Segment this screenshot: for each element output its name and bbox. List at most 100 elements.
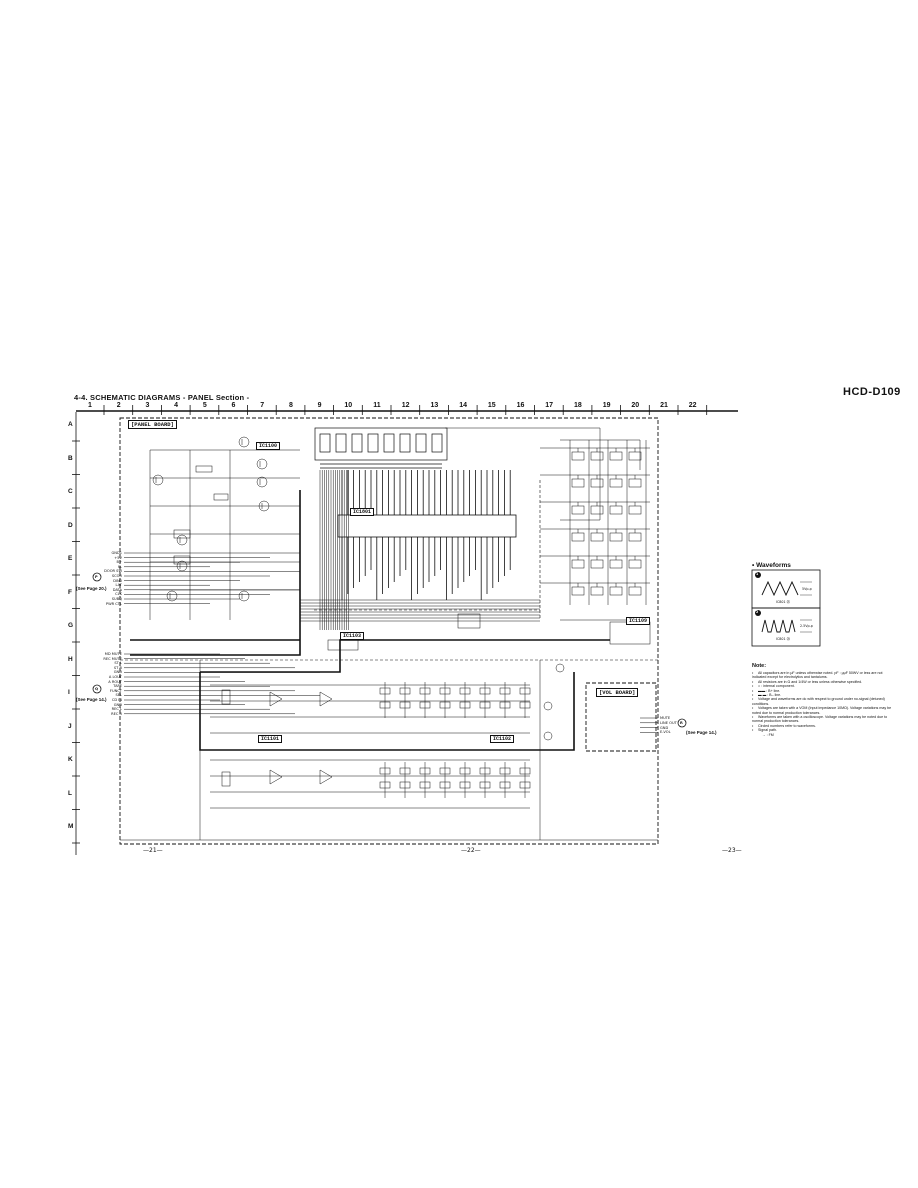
column-ruler [72,405,738,855]
connector-pin-label: SCOR [111,574,122,578]
connector-q-ref: Q [95,687,99,691]
connector-pin-label: MUTE [660,716,671,720]
note-item: •Signal path. [752,728,777,733]
connector-pin-label: A LOUT [108,675,122,679]
note-item: •⌂ : internal component. [752,684,795,689]
bplus-lines [130,490,610,751]
model-number: HCD-D109 [843,386,901,398]
column-number: 6 [231,402,236,409]
connector-pin-label: ST L [114,661,122,666]
connector-pin-label: CLK [115,592,122,597]
connector-pin-label: GND [113,670,122,675]
amp-section [210,663,565,809]
connector-p-see: (See Page 20.) [76,586,107,591]
connector-pin-label: LINE OUT [660,720,677,725]
waveform-2-value: 2.5Vp-p [800,624,813,628]
panel-board-frame [119,417,659,845]
connector-pin-label: FUNCT [109,688,122,693]
connector-pin-label: GND [113,702,122,707]
row-letter: F [68,588,72,596]
connector-pin-label: SL [117,564,122,569]
column-number: 22 [688,402,697,409]
row-letter: G [68,622,74,629]
column-number: 8 [288,402,293,409]
waveform-2-label: IC801 ㉘ [776,637,790,641]
page-number-21: —21— [143,847,163,854]
panel-board-label: [PANEL BOARD] [128,420,177,429]
column-number: 18 [573,402,582,409]
connector-pin-label: A ROUT [108,679,122,684]
note-item: •All capacitors are in μF unless otherwi… [752,671,883,680]
row-letter: E [68,555,73,562]
connector-pin-label: GND [660,725,669,730]
signal-buses [120,427,658,841]
connector-pin-label: SUBQ [111,597,122,601]
note-item: •Circled numbers refer to waveforms. [752,723,816,728]
waveform-1-label: IC801 ㉕ [776,600,790,604]
column-number: 21 [660,402,668,409]
connector-pin-label: TAPE [113,684,122,689]
fl-display [314,427,448,469]
row-letter: C [68,488,73,495]
connector-pin-label: DIN0 [113,578,122,583]
row-letter: K [68,756,73,763]
main-ic-label: IC1801 [350,508,375,516]
waveform-1-num: 1 [756,572,759,576]
note-item: •▬▬ : B+ line. [752,688,781,693]
row-letter: M [68,823,74,830]
column-number: 9 [317,402,322,409]
connector-pin-label: E-VOL [660,730,671,735]
led-section [149,436,300,620]
note-item: •All resistors are in Ω and 1/4W or less… [752,679,863,684]
connector-pin-label: REC R [111,711,122,716]
column-number: 7 [260,402,265,409]
waveform-panels [751,569,821,647]
waveform-2-num: 2 [756,610,759,614]
key-matrix [540,440,650,605]
row-letter: B [68,454,73,462]
row-letter: A [68,421,73,428]
connector-pin-label: GND1 [111,551,122,555]
connector-pin-label: LAT [115,583,122,588]
connector-pin-label: B+ [116,560,122,565]
column-number: 17 [545,402,554,409]
connector-pin-label: SEL [115,693,122,698]
column-number: 11 [373,402,381,409]
notes-list: •All capacitors are in μF unless otherwi… [752,671,897,737]
connector-q-see: (See Page 14.) [76,697,107,702]
connector-pin-label: CD IN [111,698,122,702]
page-number-23: —23— [722,847,742,854]
connector-pin-label: REC L [111,707,122,712]
connector-pin-label: MD MUTE [104,652,122,656]
row-letter: J [68,722,72,730]
column-number: 2 [116,402,121,409]
waveform-1-value: 5Vp-p [802,587,812,591]
ic1103-label: IC1103 [340,632,365,640]
ic1109-label: IC1109 [626,617,651,625]
ic1101-label: IC1101 [258,735,283,743]
column-number: 13 [430,402,439,409]
column-number: 20 [631,402,640,409]
note-item: •▬ ▬ : B– line. [752,693,782,698]
vol-board-label: [VOL BOARD] [596,688,639,697]
waveforms-title: • Waveforms [752,562,791,569]
column-number: 19 [602,402,611,409]
connector-pin-label: DATA [112,587,122,592]
connector-r-ref: R [680,721,683,725]
column-number: 4 [174,402,179,409]
row-letter: I [68,689,70,696]
connector-pin-label: DOOR SW [104,569,122,574]
connector-p-ref: P [95,575,98,579]
notes-title: Note: [752,663,767,669]
column-number: 5 [202,402,207,409]
column-number: 14 [459,402,467,409]
connector-pin-label: +5V [114,555,122,560]
column-number: 1 [88,402,92,409]
note-item: → : FM [762,732,774,737]
column-number: 12 [401,402,410,409]
ic1102-label: IC1102 [490,735,515,743]
connector-pin-label: ST R [113,665,122,670]
connector-pin-label: PWR CTL [105,601,122,606]
diagram-title: 4-4. SCHEMATIC DIAGRAMS - PANEL Section … [74,393,250,402]
